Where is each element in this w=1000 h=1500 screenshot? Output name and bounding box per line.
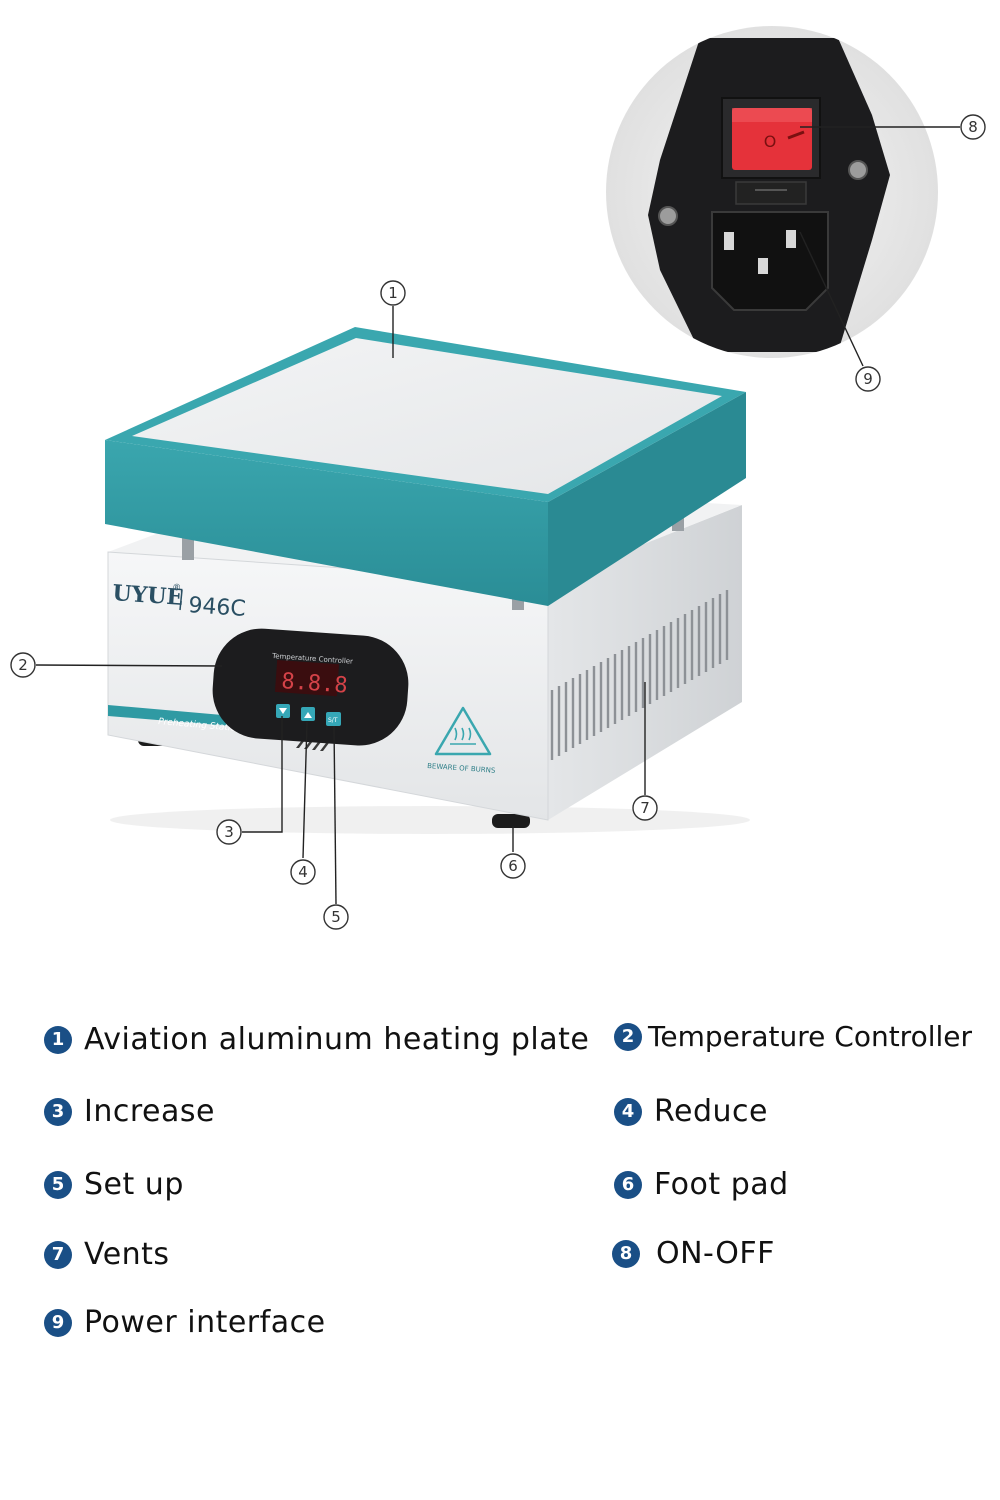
heating-plate bbox=[105, 327, 746, 606]
legend-badge: 9 bbox=[44, 1308, 72, 1337]
power-inset: O bbox=[606, 26, 938, 358]
legend-badge: 5 bbox=[44, 1170, 72, 1199]
svg-text:7: 7 bbox=[640, 799, 650, 817]
svg-text:8: 8 bbox=[968, 118, 978, 136]
callout-8: 8 bbox=[960, 114, 986, 140]
model-number: 946C bbox=[188, 593, 247, 622]
set-button-label: S/T bbox=[328, 717, 338, 724]
legend-badge: 1 bbox=[44, 1025, 72, 1054]
svg-text:5: 5 bbox=[331, 908, 341, 926]
svg-text:3: 3 bbox=[224, 823, 234, 841]
leader-lines bbox=[35, 126, 960, 905]
legend-item-7: 7 Vents bbox=[44, 1237, 170, 1272]
callout-1: 1 bbox=[380, 280, 406, 306]
legend-label: Aviation aluminum heating plate bbox=[84, 1022, 590, 1057]
temperature-controller: Temperature Controller 8.8.8 S/T bbox=[212, 628, 409, 746]
legend-label: Set up bbox=[84, 1167, 184, 1202]
legend-badge: 6 bbox=[614, 1170, 642, 1199]
legend-label: Temperature Controller bbox=[648, 1020, 972, 1053]
callout-6: 6 bbox=[500, 853, 526, 879]
legend-item-2: 2 Temperature Controller bbox=[614, 1020, 972, 1053]
callout-3: 3 bbox=[216, 819, 242, 845]
legend-label: Reduce bbox=[654, 1094, 768, 1129]
legend-badge: 3 bbox=[44, 1097, 72, 1126]
preheating-station: UYUE ® 946C Preheating Station Temperatu… bbox=[105, 327, 750, 834]
legend-item-9: 9 Power interface bbox=[44, 1305, 326, 1340]
legend-badge: 7 bbox=[44, 1240, 72, 1269]
screw-right bbox=[848, 160, 868, 180]
brand-mark: ® bbox=[172, 583, 182, 594]
legend-item-1: 1 Aviation aluminum heating plate bbox=[44, 1022, 589, 1057]
brand-logo: UYUE bbox=[112, 580, 185, 611]
rocker-switch[interactable] bbox=[732, 108, 812, 170]
callout-2: 2 bbox=[10, 652, 36, 678]
legend-item-6: 6 Foot pad bbox=[614, 1167, 789, 1202]
legend-badge: 8 bbox=[612, 1239, 640, 1268]
legend-item-3: 3 Increase bbox=[44, 1094, 215, 1129]
svg-text:2: 2 bbox=[18, 656, 28, 674]
callouts: 1 2 3 4 5 6 7 8 bbox=[10, 114, 986, 930]
legend-item-5: 5 Set up bbox=[44, 1167, 184, 1202]
legend-label: Foot pad bbox=[654, 1167, 789, 1202]
callout-4: 4 bbox=[290, 859, 316, 885]
vents bbox=[550, 590, 729, 760]
legend-badge: 2 bbox=[614, 1022, 642, 1051]
legend-item-4: 4 Reduce bbox=[614, 1094, 768, 1129]
temperature-display: 8.8.8 bbox=[281, 669, 349, 699]
callout-7: 7 bbox=[632, 795, 658, 821]
legend-label: Vents bbox=[84, 1237, 170, 1272]
power-socket[interactable] bbox=[711, 211, 829, 311]
svg-text:6: 6 bbox=[508, 857, 518, 875]
legend-label: Power interface bbox=[84, 1305, 326, 1340]
callout-9: 9 bbox=[855, 366, 881, 392]
legend-label: Increase bbox=[84, 1094, 215, 1129]
screw-left bbox=[658, 206, 678, 226]
legend-badge: 4 bbox=[614, 1097, 642, 1126]
callout-5: 5 bbox=[323, 904, 349, 930]
product-diagram: O bbox=[10, 26, 986, 930]
svg-text:9: 9 bbox=[863, 370, 873, 388]
svg-text:1: 1 bbox=[388, 284, 398, 302]
set-button[interactable] bbox=[326, 712, 341, 726]
legend-label: ON-OFF bbox=[656, 1236, 775, 1271]
switch-symbol: O bbox=[764, 132, 777, 151]
warning-icon bbox=[434, 706, 492, 756]
svg-text:4: 4 bbox=[298, 863, 308, 881]
legend-item-8: 8 ON-OFF bbox=[612, 1236, 775, 1271]
